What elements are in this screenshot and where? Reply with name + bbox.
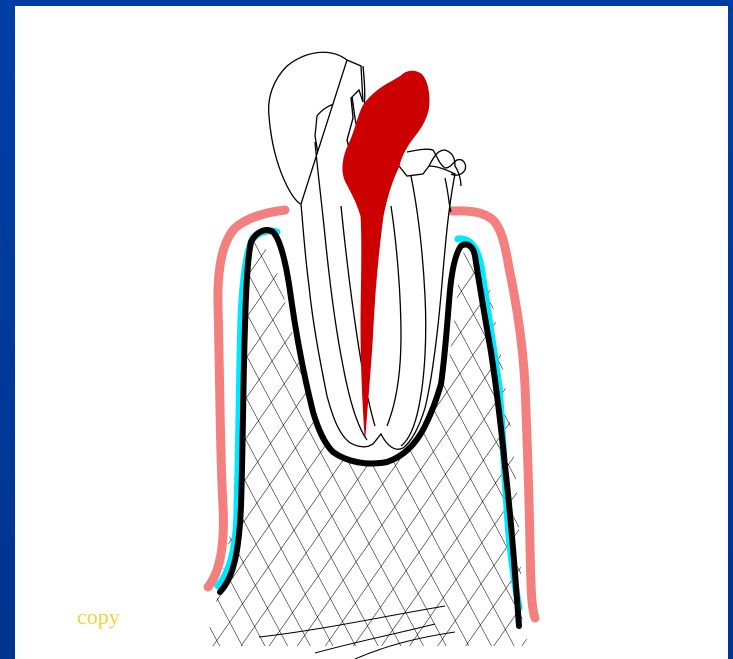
caption-text: copy (77, 604, 120, 630)
tooth-cross-section-diagram (15, 6, 728, 659)
background-arc-icon (0, 318, 13, 404)
slide-canvas: copy (15, 6, 728, 659)
